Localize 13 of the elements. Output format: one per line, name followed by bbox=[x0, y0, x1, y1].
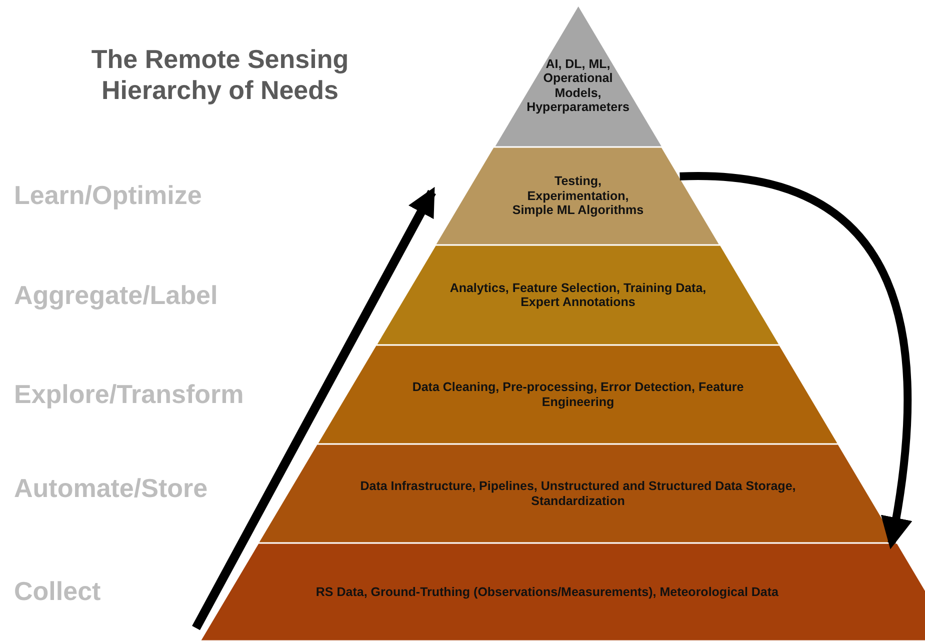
tier-text: RS Data, Ground-Truthing (Observations/Measurements), Meteorological Data bbox=[316, 584, 778, 600]
tier-text: Analytics, Feature Selection, Training Data, Expert Annotations bbox=[448, 280, 708, 310]
tier-text: Testing, Experimentation, Simple ML Algorithms bbox=[511, 174, 645, 218]
tier-text: Data Infrastructure, Pipelines, Unstructured and Structured Data Storage, Standardization bbox=[359, 479, 797, 508]
tier-text: AI, DL, ML, Operational Models, Hyperparameters bbox=[526, 57, 630, 114]
level-label: Learn/Optimize bbox=[14, 180, 202, 211]
level-label: Collect bbox=[14, 576, 101, 607]
level-label: Automate/Store bbox=[14, 473, 208, 504]
level-label: Aggregate/Label bbox=[14, 280, 218, 311]
tier-text: Data Cleaning, Pre-processing, Error Detection, Feature Engineering bbox=[411, 380, 745, 409]
diagram-title: The Remote Sensing Hierarchy of Needs bbox=[90, 44, 350, 106]
level-label: Explore/Transform bbox=[14, 379, 244, 410]
curved-arrow bbox=[680, 172, 912, 550]
